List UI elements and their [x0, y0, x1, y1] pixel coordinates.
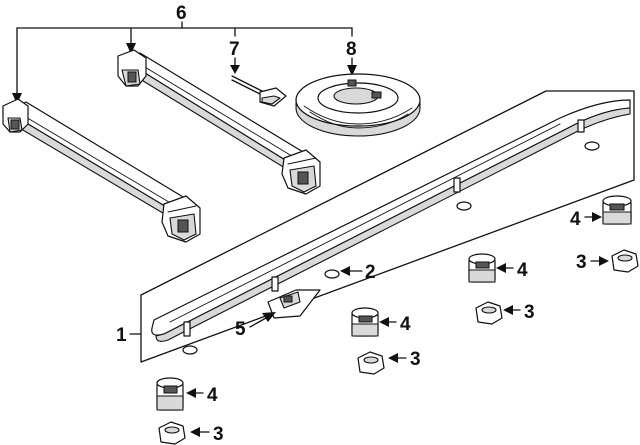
callout-4-d: 4 — [207, 385, 218, 406]
callout-4-d-arrow — [186, 388, 204, 398]
panel-washer-1 — [182, 345, 198, 355]
callout-3-d: 3 — [213, 424, 224, 445]
callout-4-c: 4 — [400, 314, 411, 335]
crossbar-rear-icon — [117, 49, 321, 195]
callout-2-arrow — [340, 266, 363, 276]
rail-stud-3 — [453, 177, 461, 193]
callout-3-c: 3 — [410, 349, 421, 370]
clip-stud-icon-1 — [602, 195, 632, 225]
rail-stud-2 — [271, 276, 279, 292]
rail-stud-4 — [577, 119, 585, 133]
clip-stud-icon-4 — [156, 377, 184, 411]
callout-3-b-arrow — [503, 305, 521, 315]
callout-4-b-arrow — [496, 263, 514, 273]
callout-4-b: 4 — [517, 260, 528, 281]
clip-stud-icon-3 — [351, 307, 379, 337]
clip-stud-icon-2 — [468, 253, 496, 283]
nut-icon-3 — [357, 351, 385, 375]
nut-icon-2 — [475, 301, 503, 325]
panel-washer-3 — [456, 201, 472, 211]
callout-3-d-arrow — [190, 427, 210, 437]
rail-stud-1 — [183, 321, 191, 337]
nut-icon-1 — [611, 249, 639, 273]
nut-icon-4 — [158, 421, 186, 445]
panel-washer-2 — [324, 269, 340, 279]
crossbar-front-icon — [2, 98, 201, 243]
callout-4-c-arrow — [379, 317, 397, 327]
callout-3-a-arrow — [590, 256, 609, 266]
callout-4-a-arrow — [584, 212, 602, 222]
callout-5: 5 — [235, 319, 246, 340]
callout-5-arrow — [249, 312, 276, 328]
callout-4-a: 4 — [570, 209, 581, 230]
callout-6: 6 — [176, 3, 187, 24]
roof-rail-assembly-icon — [140, 90, 635, 363]
callout-3-c-arrow — [388, 353, 407, 363]
callout-7-arrow — [230, 57, 240, 74]
callout-3-a: 3 — [576, 252, 587, 273]
callout-8-arrow — [347, 57, 357, 76]
callout-8: 8 — [346, 39, 357, 60]
panel-washer-4 — [584, 141, 600, 151]
callout-3-b: 3 — [524, 302, 535, 323]
callout-6-bracket — [12, 21, 353, 104]
callout-1: 1 — [116, 325, 127, 346]
callout-2: 2 — [365, 262, 376, 283]
callout-7: 7 — [229, 39, 240, 60]
bracket-clip-icon — [267, 289, 321, 319]
lock-cylinder-icon — [295, 73, 421, 137]
key-tool-icon — [231, 75, 287, 107]
